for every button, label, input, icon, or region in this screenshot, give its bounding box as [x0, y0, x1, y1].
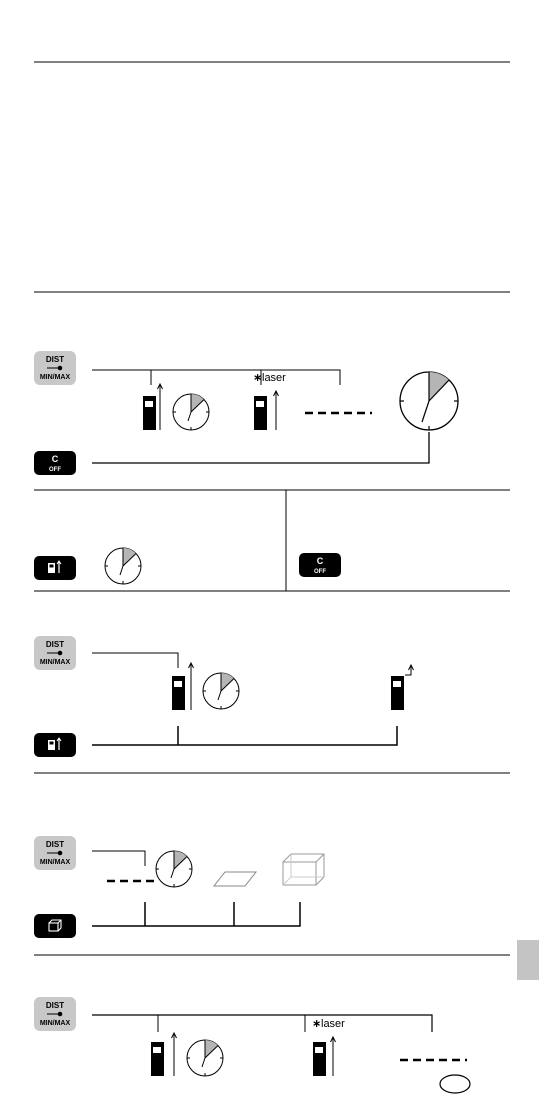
off-key-1[interactable]: C OFF [34, 451, 76, 475]
device-icon [172, 676, 185, 710]
svg-text:DIST: DIST [46, 840, 64, 849]
side-tab [517, 940, 539, 980]
area-plane-icon [212, 871, 258, 887]
flow-line-1 [92, 369, 341, 385]
section-2-right: C OFF [299, 553, 341, 577]
timer-icon-large [399, 371, 459, 431]
svg-text:MIN/MAX: MIN/MAX [40, 374, 71, 381]
timer-icon [172, 393, 210, 431]
svg-text:∗: ∗ [253, 372, 262, 384]
section-5-diagram: DIST MIN/MAX ∗ laser [34, 997, 471, 1094]
svg-text:C: C [52, 454, 59, 464]
section-2-left [34, 547, 142, 585]
svg-text:DIST: DIST [46, 640, 64, 649]
dist-key-1[interactable]: DIST MIN/MAX [34, 351, 76, 385]
laser-label: ∗ laser [253, 372, 286, 384]
svg-text:laser: laser [321, 1018, 345, 1030]
device-icon [143, 396, 156, 430]
section-1-diagram: DIST MIN/MAX ∗ laser C OFF [34, 351, 459, 475]
section-4-diagram: DIST MIN/MAX [34, 836, 325, 938]
volume-cube-icon [282, 853, 325, 886]
section-3-diagram: DIST MIN/MAX [34, 636, 414, 757]
dist-key-3[interactable]: DIST MIN/MAX [34, 836, 76, 870]
svg-text:MIN/MAX: MIN/MAX [40, 659, 71, 666]
svg-text:MIN/MAX: MIN/MAX [40, 1020, 71, 1027]
device-icon [313, 1042, 326, 1076]
timer-icon [202, 672, 240, 710]
ref-key-2[interactable] [34, 733, 76, 757]
timer-icon [104, 547, 142, 585]
svg-text:DIST: DIST [46, 355, 64, 364]
timer-icon [186, 1039, 224, 1077]
svg-text:MIN/MAX: MIN/MAX [40, 859, 71, 866]
device-icon [254, 396, 267, 430]
device-icon [391, 676, 404, 710]
svg-text:laser: laser [262, 372, 286, 384]
dist-key-2[interactable]: DIST MIN/MAX [34, 636, 76, 670]
svg-text:∗: ∗ [312, 1018, 321, 1030]
svg-text:C: C [317, 556, 324, 566]
timer-icon [155, 850, 193, 888]
ref-key-1[interactable] [34, 556, 76, 580]
svg-text:DIST: DIST [46, 1001, 64, 1010]
laser-label: ∗ laser [312, 1018, 345, 1030]
off-key-2[interactable]: C OFF [299, 553, 341, 577]
svg-text:OFF: OFF [314, 569, 326, 575]
volume-key[interactable] [34, 914, 76, 938]
dist-key-4[interactable]: DIST MIN/MAX [34, 997, 76, 1031]
device-icon [151, 1042, 164, 1076]
off-line-1 [92, 432, 430, 464]
oval-button-icon [439, 1074, 471, 1094]
svg-text:OFF: OFF [49, 467, 61, 473]
